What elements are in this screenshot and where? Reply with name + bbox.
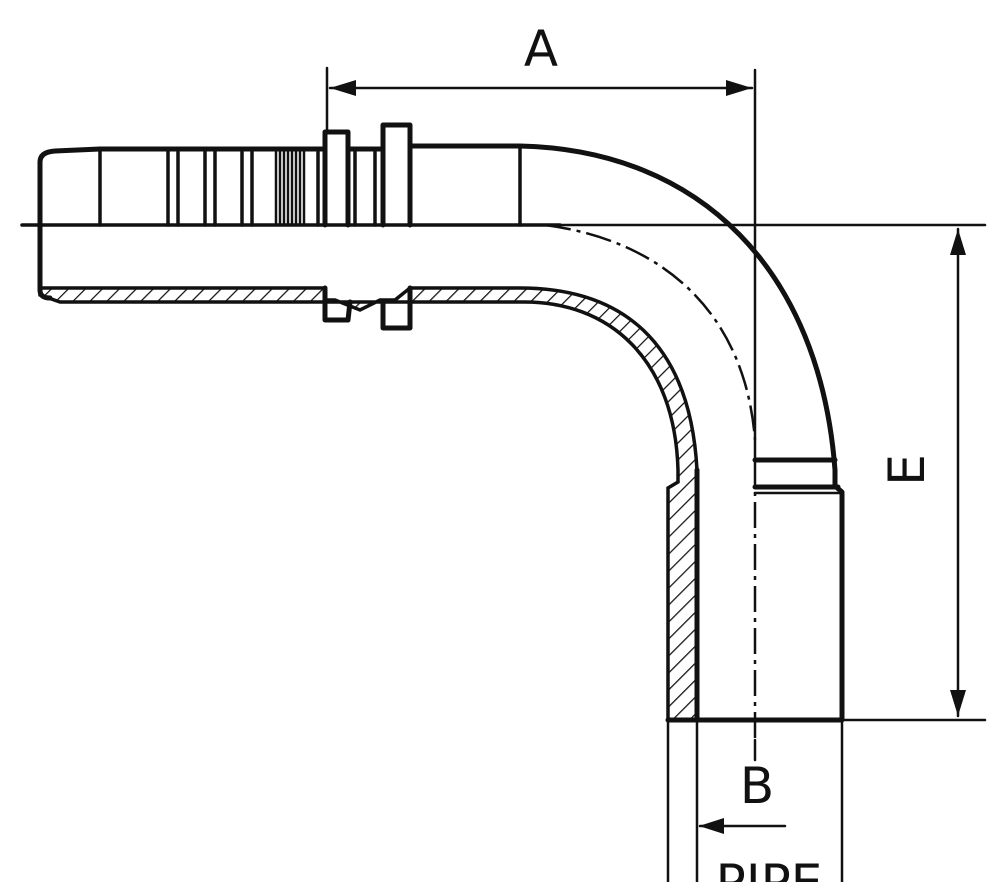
dimension-a-arrow-left	[330, 80, 356, 96]
stem-nose	[37, 146, 103, 301]
pipe-label: PIPE	[716, 854, 823, 882]
collar-left	[322, 129, 351, 228]
dimension-e-arrow-top	[950, 229, 966, 255]
dimension-e-label: E	[878, 454, 936, 486]
collar-right	[380, 122, 413, 228]
dimension-e-arrow-bottom	[950, 690, 966, 716]
dimension-b-label: B	[740, 757, 774, 815]
barb-serrations	[98, 147, 320, 227]
dimension-a-label: A	[524, 20, 558, 78]
bend-centerline	[544, 223, 757, 441]
collar-right-lower	[380, 285, 413, 331]
hatched-wall-section	[38, 286, 699, 722]
collar-left-lower	[322, 285, 353, 323]
dimension-b-arrow	[699, 818, 724, 834]
outer-contour	[407, 143, 838, 473]
dimension-a-arrow-right	[726, 80, 752, 96]
